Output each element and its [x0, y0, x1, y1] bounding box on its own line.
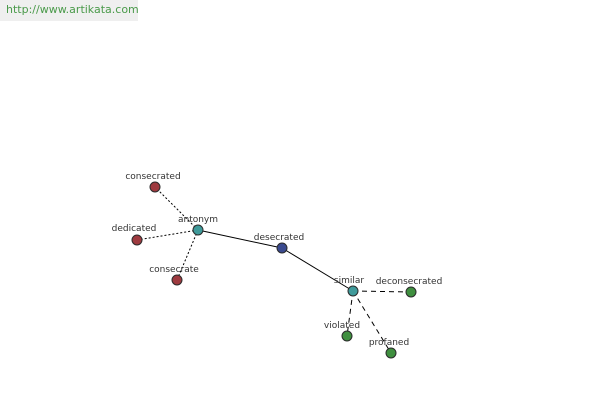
- site-url-link[interactable]: http://www.artikata.com: [6, 3, 139, 16]
- node-consecrate[interactable]: [171, 274, 183, 286]
- node-violated[interactable]: [341, 330, 353, 342]
- node-label-similar[interactable]: similar: [334, 276, 364, 286]
- edge-desecrated-antonym: [197, 229, 283, 249]
- node-consecrated[interactable]: [149, 181, 161, 193]
- node-label-violated[interactable]: violated: [324, 321, 360, 331]
- node-antonym[interactable]: [192, 224, 204, 236]
- url-banner: http://www.artikata.com: [0, 0, 139, 21]
- edge-similar-profaned: [352, 290, 392, 354]
- node-deconsecrated[interactable]: [405, 286, 417, 298]
- node-similar[interactable]: [347, 285, 359, 297]
- node-label-deconsecrated[interactable]: deconsecrated: [376, 277, 443, 287]
- node-label-antonym[interactable]: antonym: [178, 215, 218, 225]
- node-label-desecrated[interactable]: desecrated: [254, 233, 304, 243]
- edges-layer: [136, 186, 412, 354]
- edge-similar-deconsecrated: [352, 290, 412, 293]
- edge-desecrated-similar: [281, 247, 354, 292]
- node-dedicated[interactable]: [131, 234, 143, 246]
- nodes-layer: [131, 181, 417, 359]
- node-desecrated[interactable]: [276, 242, 288, 254]
- node-label-consecrated[interactable]: consecrated: [125, 172, 180, 182]
- node-label-profaned[interactable]: profaned: [369, 338, 409, 348]
- edge-similar-violated: [346, 290, 354, 337]
- node-profaned[interactable]: [385, 347, 397, 359]
- labels-layer: desecrated antonym similar consecrated dedic…: [112, 172, 443, 348]
- node-label-consecrate[interactable]: consecrate: [149, 265, 199, 275]
- edge-antonym-consecrate: [176, 229, 199, 281]
- node-label-dedicated[interactable]: dedicated: [112, 224, 157, 234]
